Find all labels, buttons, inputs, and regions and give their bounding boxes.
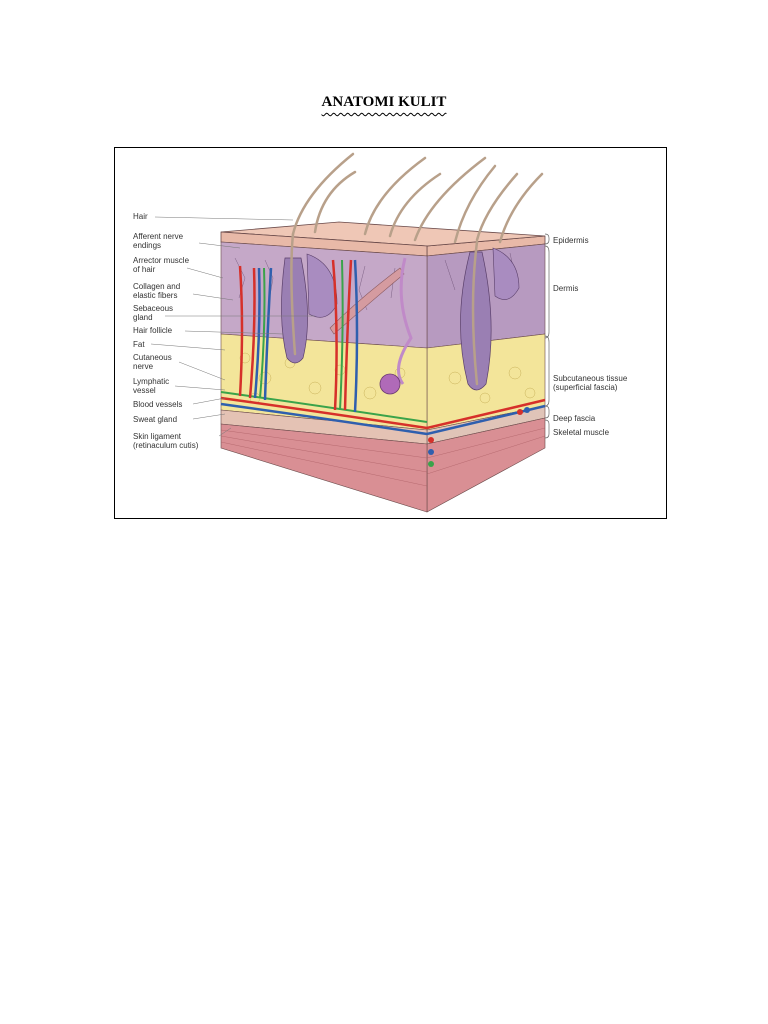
label-lymphatic-vessel: Lymphatic vessel (133, 377, 170, 395)
skin-diagram (150, 152, 550, 513)
label-dermis: Dermis (553, 284, 579, 293)
sweat-gland (379, 257, 413, 395)
label-blood-vessels: Blood vessels (133, 400, 183, 409)
hair-follicles (281, 247, 520, 391)
vessel-ends (428, 407, 530, 467)
label-skin-ligament: Skin ligament (retinaculum cutis) (133, 432, 199, 450)
label-hair: Hair (133, 212, 148, 221)
label-skeletal-muscle: Skeletal muscle (553, 428, 610, 437)
page-title: ANATOMI KULIT (321, 94, 447, 110)
vessels (220, 259, 546, 436)
label-deep-fascia: Deep fascia (553, 414, 596, 423)
skin-anatomy-figure: Hair Afferent nerve endings Arrector mus… (114, 147, 667, 519)
label-hair-follicle: Hair follicle (133, 326, 173, 335)
label-arrector-muscle: Arrector muscle of hair (133, 256, 190, 274)
layer-brackets (544, 233, 550, 439)
label-collagen-elastic-fibers: Collagen and elastic fibers (133, 282, 181, 300)
label-subcutaneous-tissue: Subcutaneous tissue (superficial fascia) (553, 374, 628, 392)
label-cutaneous-nerve: Cutaneous nerve (133, 353, 172, 371)
label-afferent-nerve-endings: Afferent nerve endings (133, 232, 184, 250)
label-sweat-gland: Sweat gland (133, 415, 178, 424)
leader-lines (150, 216, 315, 437)
muscle-striations (220, 427, 546, 487)
hair-shafts (290, 152, 544, 386)
label-sebaceous-gland: Sebaceous gland (133, 304, 174, 322)
label-fat: Fat (133, 340, 145, 349)
front-muscle (220, 423, 428, 513)
label-epidermis: Epidermis (553, 236, 589, 245)
